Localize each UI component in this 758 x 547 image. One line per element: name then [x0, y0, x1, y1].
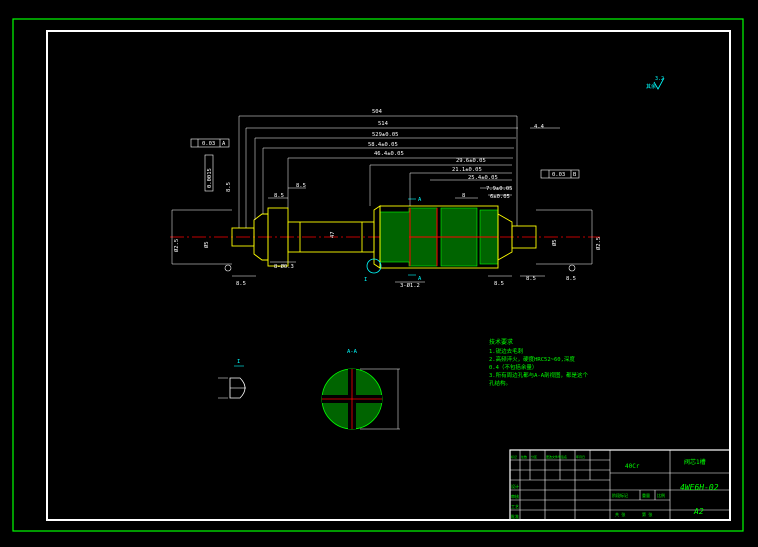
svg-text:514: 514	[378, 121, 389, 127]
svg-text:8.5: 8.5	[494, 281, 504, 287]
svg-text:更改文件号: 更改文件号	[546, 454, 561, 459]
tolerance-frame-vertical: 0.0015	[204, 154, 214, 192]
svg-text:B: B	[573, 172, 577, 178]
inner-frame	[46, 30, 731, 521]
svg-text:I: I	[364, 277, 367, 283]
svg-text:比例: 比例	[657, 492, 665, 498]
svg-text:0.03: 0.03	[202, 141, 215, 147]
shaft-outline	[231, 205, 537, 269]
svg-text:8.5: 8.5	[226, 182, 232, 192]
section-view: A-A	[321, 349, 400, 430]
svg-text:批准: 批准	[511, 513, 519, 519]
svg-text:A: A	[222, 141, 226, 147]
tolerance-frame-left: 0.03 A	[190, 138, 230, 148]
svg-text:工艺: 工艺	[511, 504, 519, 509]
title-block: 40Cr 阀芯1槽 4WE6H-02 A2 标记 处数 分区 更改文件号 签名 …	[509, 449, 731, 521]
svg-text:Ø5: Ø5	[551, 239, 558, 246]
detail-circle	[366, 258, 382, 274]
svg-text:2.高频淬火，硬度HRC52~60,深度: 2.高频淬火，硬度HRC52~60,深度	[489, 355, 575, 363]
svg-text:21.1±0.05: 21.1±0.05	[452, 167, 482, 173]
svg-text:6±0.05: 6±0.05	[490, 194, 510, 200]
svg-text:阶段标记: 阶段标记	[612, 492, 628, 498]
svg-text:孔结构。: 孔结构。	[489, 379, 511, 387]
hatched-lands	[379, 207, 499, 267]
svg-text:0.4（不包括余量）: 0.4（不包括余量）	[489, 363, 537, 371]
svg-text:8.5: 8.5	[296, 183, 306, 189]
svg-text:设计: 设计	[511, 483, 519, 489]
svg-text:8.5: 8.5	[274, 193, 284, 199]
svg-text:529±0.05: 529±0.05	[372, 132, 399, 138]
svg-text:A2: A2	[693, 507, 704, 516]
tolerance-frame-right: 0.03 B	[540, 169, 580, 179]
svg-text:签名: 签名	[561, 454, 567, 459]
svg-text:58.4±0.05: 58.4±0.05	[368, 142, 398, 148]
svg-text:A: A	[418, 276, 422, 282]
svg-text:年月日: 年月日	[576, 454, 585, 459]
svg-text:重量: 重量	[642, 492, 650, 498]
tech-requirements: 技术要求 1.锐边去毛刺 2.高频淬火，硬度HRC52~60,深度 0.4（不包…	[489, 338, 589, 387]
svg-text:0.03: 0.03	[552, 172, 565, 178]
svg-text:1.锐边去毛刺: 1.锐边去毛刺	[489, 347, 524, 355]
svg-text:阀芯1槽: 阀芯1槽	[684, 458, 706, 466]
svg-text:4WE6H-02: 4WE6H-02	[680, 483, 719, 492]
outer-frame	[12, 18, 744, 532]
svg-text:共 张: 共 张	[615, 511, 625, 517]
svg-text:A: A	[418, 197, 422, 203]
svg-text:0.0015: 0.0015	[207, 168, 213, 188]
svg-text:处数: 处数	[521, 454, 527, 459]
svg-text:标记: 标记	[511, 454, 517, 459]
svg-text:技术要求: 技术要求	[489, 338, 513, 346]
svg-text:第 张: 第 张	[642, 511, 652, 517]
svg-text:Ø2.5: Ø2.5	[595, 237, 602, 250]
svg-text:46.4±0.05: 46.4±0.05	[374, 151, 404, 157]
svg-text:3.2: 3.2	[655, 76, 664, 82]
svg-text:Ø2.5: Ø2.5	[173, 239, 180, 252]
svg-text:4.4: 4.4	[534, 124, 545, 130]
svg-text:8-Ø0.3: 8-Ø0.3	[274, 263, 294, 270]
svg-text:3-Ø1.2: 3-Ø1.2	[400, 282, 420, 289]
svg-text:I: I	[237, 359, 240, 365]
main-view: I A A	[170, 109, 602, 289]
svg-text:40Cr: 40Cr	[625, 463, 640, 470]
svg-text:其余: 其余	[646, 83, 656, 90]
svg-text:47: 47	[330, 231, 336, 238]
svg-text:A-A: A-A	[347, 349, 358, 355]
svg-text:3.所有周边孔都与A-A剖视图，都是这个: 3.所有周边孔都与A-A剖视图，都是这个	[489, 371, 589, 379]
svg-text:8.5: 8.5	[526, 276, 536, 282]
svg-text:8.5: 8.5	[236, 281, 246, 287]
svg-text:Ø5: Ø5	[203, 241, 210, 248]
svg-text:8.5: 8.5	[566, 276, 576, 282]
svg-text:7.9±0.05: 7.9±0.05	[486, 186, 513, 192]
roughness-symbol: 其余 3.2	[646, 76, 665, 90]
svg-text:504: 504	[372, 109, 383, 115]
svg-text:29.6±0.05: 29.6±0.05	[456, 158, 486, 164]
svg-text:审核: 审核	[511, 493, 519, 499]
detail-view: I	[218, 359, 246, 399]
svg-text:分区: 分区	[531, 454, 537, 459]
svg-text:25.4±0.05: 25.4±0.05	[468, 175, 498, 181]
svg-text:8: 8	[462, 193, 465, 199]
